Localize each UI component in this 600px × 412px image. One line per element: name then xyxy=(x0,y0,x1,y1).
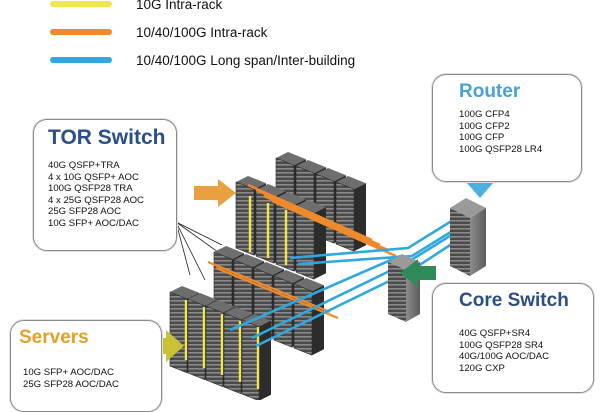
core-switch-box: Core Switch 40G QSFP+SR4 100G QSFP28 SR4… xyxy=(432,283,594,393)
router-item: 100G CFP xyxy=(459,132,505,144)
tor-arrow-icon xyxy=(194,179,236,207)
legend-swatch-orange xyxy=(50,29,112,35)
tor-switch-title: TOR Switch xyxy=(48,126,166,149)
router-list: 100G CFP4 100G CFP2 100G CFP 100G QSFP28… xyxy=(459,109,542,155)
router-title: Router xyxy=(459,81,521,102)
tor-switch-item: 10G SFP+ AOC/DAC xyxy=(48,217,139,229)
core-switch-item: 40G/100G AOC/DAC xyxy=(459,351,550,363)
legend-label: 10G Intra-rack xyxy=(136,0,223,12)
servers-box: Servers 10G SFP+ AOC/DAC 25G SFP28 AOC/D… xyxy=(10,320,162,412)
datacenter-illustration xyxy=(140,152,494,400)
core-switch-list: 40G QSFP+SR4 100G QSFP28 SR4 40G/100G AO… xyxy=(459,328,549,374)
legend-swatch-blue xyxy=(50,57,112,63)
core-switch-arrow-icon xyxy=(400,259,436,287)
servers-item: 10G SFP+ AOC/DAC xyxy=(23,367,114,378)
core-switch-item: 100G QSFP28 SR4 xyxy=(459,339,544,351)
legend-item-intra-rack-multi: 10/40/100G Intra-rack xyxy=(50,22,267,42)
server-rack xyxy=(241,314,271,400)
legend-item-long-span: 10/40/100G Long span/Inter-building xyxy=(50,50,355,70)
yellow-cables xyxy=(184,196,288,389)
router-item: 100G QSFP28 LR4 xyxy=(459,143,543,155)
tor-switch-item: 4 x 25G QSFP28 AOC xyxy=(48,194,144,206)
legend-label: 10/40/100G Long span/Inter-building xyxy=(136,52,356,68)
servers-list: 10G SFP+ AOC/DAC 25G SFP28 AOC/DAC xyxy=(23,367,119,390)
tor-switch-list: 40G QSFP+TRA 4 x 10G QSFP+ AOC 100G QSFP… xyxy=(48,160,144,230)
router-item: 100G CFP4 xyxy=(459,109,510,120)
core-switch-item: 120G CXP xyxy=(459,362,505,374)
tor-switch-item: 100G QSFP28 TRA xyxy=(48,183,133,195)
router-box: Router 100G CFP4 100G CFP2 100G CFP 100G… xyxy=(432,74,582,182)
legend-item-intra-rack-10g: 10G Intra-rack xyxy=(50,0,222,14)
tor-switch-item: 4 x 10G QSFP+ AOC xyxy=(48,171,139,183)
router-rack xyxy=(450,198,486,276)
legend-swatch-yellow xyxy=(50,1,112,7)
core-switch-item: 40G QSFP+SR4 xyxy=(459,328,531,339)
tor-switch-item: 40G QSFP+TRA xyxy=(48,160,120,171)
core-switch-title: Core Switch xyxy=(459,290,569,311)
servers-item: 25G SFP28 AOC/DAC xyxy=(23,378,119,390)
servers-title: Servers xyxy=(19,327,89,348)
tor-switch-item: 25G SFP28 AOC xyxy=(48,206,122,218)
orange-cables-upper xyxy=(247,183,397,258)
router-item: 100G CFP2 xyxy=(459,120,510,132)
orange-cables-lower xyxy=(207,260,339,320)
tor-switch-box: TOR Switch 40G QSFP+TRA 4 x 10G QSFP+ AO… xyxy=(33,119,177,251)
legend-label: 10/40/100G Intra-rack xyxy=(136,24,268,40)
